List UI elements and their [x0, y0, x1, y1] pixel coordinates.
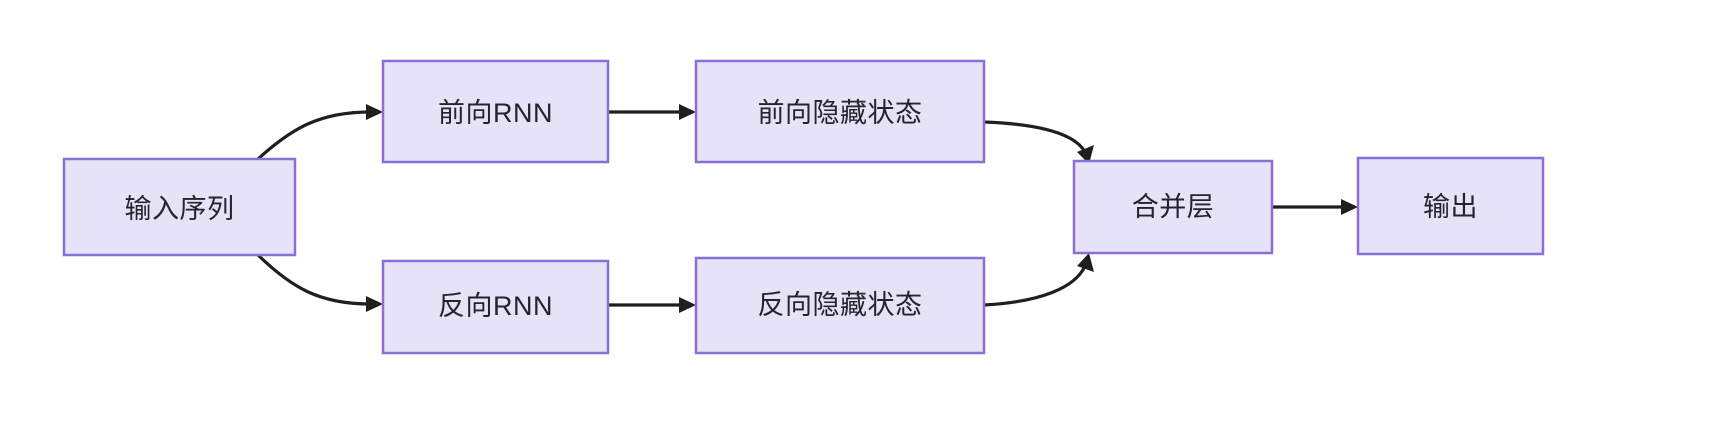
node-forward-rnn[interactable]: 前向RNN: [381, 59, 610, 164]
edge-path: [256, 110, 371, 161]
arrowhead: [366, 296, 383, 312]
node-label: 前向隐藏状态: [758, 98, 923, 128]
node-label: 前向RNN: [438, 98, 553, 128]
node-label: 输出: [1423, 192, 1478, 222]
arrowhead: [1077, 145, 1094, 164]
node-box[interactable]: [1072, 159, 1274, 255]
node-box[interactable]: [694, 256, 986, 355]
edge-path: [983, 265, 1087, 307]
edge-input-to-backward-rnn: [256, 253, 383, 312]
edge-path: [256, 253, 371, 306]
edge-forward-rnn-to-hidden: [608, 104, 696, 120]
node-input-sequence[interactable]: 输入序列: [62, 157, 297, 257]
arrowhead: [1341, 199, 1358, 215]
edge-backward-hidden-to-merge: [983, 253, 1094, 307]
edge-input-to-forward-rnn: [256, 104, 383, 161]
node-box[interactable]: [381, 59, 610, 164]
arrowhead: [679, 104, 696, 120]
node-layer: 输入序列 前向RNN 前向隐藏状态 反向RNN 反向隐藏状态 合并层: [62, 59, 1545, 355]
edge-merge-to-output: [1272, 199, 1358, 215]
edge-path: [983, 120, 1087, 153]
arrowhead: [1077, 253, 1094, 272]
node-box[interactable]: [694, 59, 986, 164]
node-box[interactable]: [1356, 156, 1545, 256]
node-box[interactable]: [62, 157, 297, 257]
node-backward-hidden-state[interactable]: 反向隐藏状态: [694, 256, 986, 355]
edge-layer: [256, 104, 1358, 313]
node-backward-rnn[interactable]: 反向RNN: [381, 259, 610, 355]
node-box[interactable]: [381, 259, 610, 355]
edge-backward-rnn-to-hidden: [608, 297, 696, 313]
node-label: 反向RNN: [438, 291, 553, 321]
node-merge-layer[interactable]: 合并层: [1072, 159, 1274, 255]
node-label: 输入序列: [125, 194, 235, 224]
node-label: 合并层: [1132, 192, 1215, 222]
node-output[interactable]: 输出: [1356, 156, 1545, 256]
arrowhead: [366, 104, 383, 120]
node-label: 反向隐藏状态: [758, 290, 923, 320]
arrowhead: [679, 297, 696, 313]
edge-forward-hidden-to-merge: [983, 120, 1094, 164]
node-forward-hidden-state[interactable]: 前向隐藏状态: [694, 59, 986, 164]
